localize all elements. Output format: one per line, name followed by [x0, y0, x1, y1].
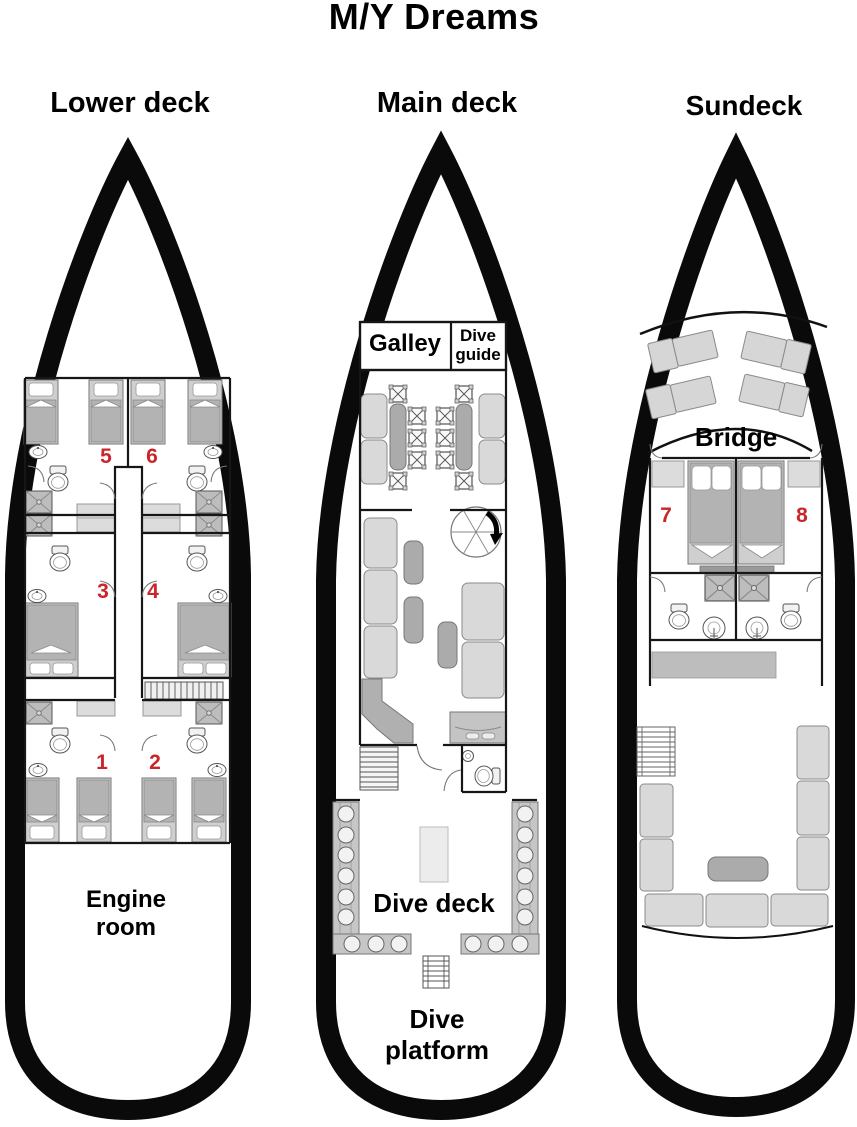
cabin-number-4: 4: [147, 580, 159, 603]
sundeck-stern-rail: [641, 925, 834, 939]
sundeck-wardrobes: [651, 460, 821, 488]
deck-label-main: Main deck: [376, 87, 518, 119]
cabin-5-6-beds: [23, 379, 223, 445]
main-deck-plan: [332, 320, 540, 989]
main-deck-staircase: [359, 746, 399, 791]
stern-lounge-table: [707, 856, 769, 882]
spiral-staircase: [450, 506, 503, 558]
dive-deck-label: Dive deck: [373, 888, 495, 918]
stern-lounge-seats: [639, 725, 830, 928]
deck-label-lower: Lower deck: [50, 87, 210, 119]
lower-deck-staircase: [144, 681, 224, 700]
cabin-number-8: 8: [796, 504, 808, 527]
galley-label: Galley: [368, 330, 442, 357]
cabin-number-3: 3: [97, 580, 109, 603]
dive-platform-ladder: [422, 955, 450, 989]
sundeck-door-arcs: [649, 443, 823, 593]
cabin-number-5: 5: [100, 445, 112, 468]
lower-deck-walls: [23, 376, 232, 845]
dive-platform-label: Dive platform: [385, 1004, 489, 1066]
dive-guide-label: Dive guide: [455, 326, 501, 365]
sundeck-bench: [651, 651, 777, 679]
dining-benches: [360, 393, 506, 485]
engine-room-label: Engine room: [85, 886, 166, 942]
cabin-number-6: 6: [146, 445, 158, 468]
galley-room-box: [358, 320, 508, 372]
deck-label-sun: Sundeck: [685, 90, 803, 121]
cabin-number-1: 1: [96, 751, 108, 774]
cabin-7-8-beds: [687, 460, 785, 574]
lower-deck-plan: [23, 376, 232, 845]
main-deck-door-arcs: [416, 745, 462, 792]
dive-deck-benches: [332, 801, 540, 955]
cabin-number-2: 2: [149, 751, 161, 774]
salon-sofas: [363, 517, 505, 699]
cabin-number-7: 7: [660, 504, 672, 527]
bar-counter: [361, 678, 414, 744]
dining-tables: [389, 403, 473, 471]
sundeck-cabin-walls: [648, 456, 824, 686]
salon-side-tables: [403, 540, 458, 669]
lower-deck-door-arcs: [27, 465, 228, 752]
dive-deck-table: [419, 826, 449, 883]
lower-deck-closets: [76, 503, 182, 717]
sundeck-staircase: [636, 726, 676, 777]
main-deck-walls: [335, 320, 537, 802]
sundeck-bow-rail: [639, 310, 828, 336]
bridge-front-rail: [647, 427, 813, 455]
boat-title: M/Y Dreams: [328, 0, 540, 37]
sundeck-plan: [636, 310, 834, 939]
bridge-label: Bridge: [694, 422, 778, 452]
aft-counter: [449, 711, 507, 744]
